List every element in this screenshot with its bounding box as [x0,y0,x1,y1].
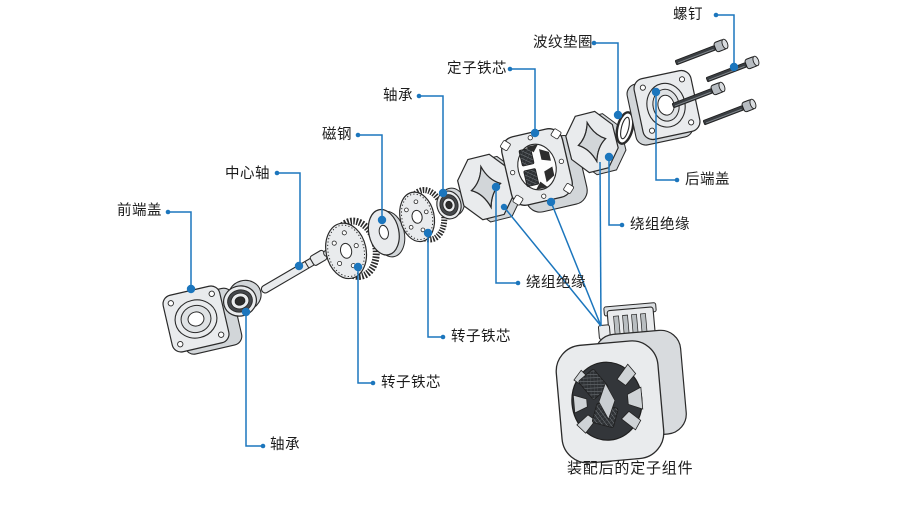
converge-line-insulation-left [503,206,602,327]
label-front-end-cover: 前端盖 [117,203,162,219]
rear-end-cover-part [626,69,701,146]
leader-wave-washer [594,42,619,114]
assembled-stator-part [555,302,687,464]
label-stator-core: 定子铁芯 [447,61,507,77]
converge-line-insulation-right [599,161,602,327]
label-wave-washer: 波纹垫圈 [533,35,593,51]
leader-stator-core [510,68,536,132]
bearing-rear-part [436,187,465,220]
leader-rear-end-cover [655,92,677,181]
label-rotor-core-lower: 转子铁芯 [381,375,441,391]
magnet-part [367,208,406,258]
leader-center-shaft [277,172,301,265]
anchor-dots [186,62,739,317]
label-bearing-top: 轴承 [383,88,413,104]
label-rear-end-cover: 后端盖 [685,172,730,188]
leader-winding-insulation-left [495,187,518,284]
leader-rotor-core-upper [427,233,443,338]
bearing-front-part [223,279,262,317]
leader-bearing-bottom [245,312,263,447]
stator-core-part [500,128,588,213]
assembled-stator-caption: 装配后的定子组件 [567,459,694,477]
leader-winding-insulation-right [608,157,622,226]
leader-screw [716,14,735,66]
leader-front-end-cover [168,211,192,288]
label-rotor-core-upper: 转子铁芯 [451,329,511,345]
leader-magnet [358,134,383,219]
leader-rotor-core-lower [357,267,373,384]
wave-washer-part [615,111,635,145]
converge-line-stator-core [550,201,602,327]
label-magnet: 磁钢 [322,127,352,143]
label-screw: 螺钉 [673,7,703,23]
leader-bearing-top [419,95,444,192]
label-winding-insulation-right: 绕组绝缘 [630,217,690,233]
center-shaft-part [260,248,333,294]
label-bearing-bottom: 轴承 [270,437,300,453]
leader-lines [168,14,735,447]
label-winding-insulation-left: 绕组绝缘 [526,275,586,291]
label-end-dots [165,12,719,449]
label-center-shaft: 中心轴 [225,166,270,182]
